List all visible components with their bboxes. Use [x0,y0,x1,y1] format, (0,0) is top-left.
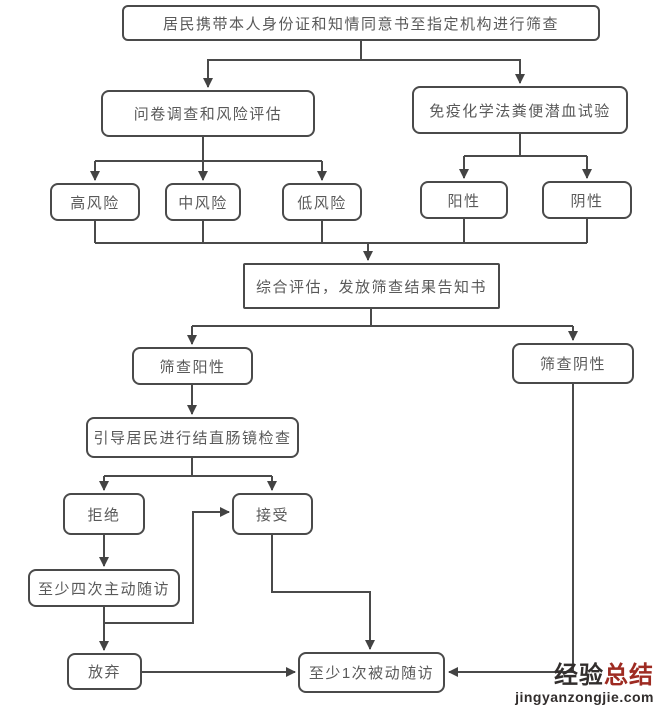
node-colonoscopy: 引导居民进行结直肠镜检查 [86,417,299,458]
watermark-brand-part2: 总结 [604,662,654,689]
node-screen-positive: 筛查阳性 [132,347,253,385]
watermark-brand-part1: 经验 [554,662,604,689]
node-active-followup: 至少四次主动随访 [28,569,180,607]
watermark-brand: 经验总结 [515,663,654,688]
node-fit-test: 免疫化学法粪便潜血试验 [412,86,628,134]
node-refuse: 拒绝 [63,493,145,535]
node-assessment: 综合评估，发放筛查结果告知书 [243,263,500,309]
watermark: 经验总结 jingyanzongjie.com [515,663,654,705]
node-accept: 接受 [232,493,313,535]
node-positive: 阳性 [420,181,508,219]
watermark-domain: jingyanzongjie.com [515,689,654,706]
node-give-up: 放弃 [67,653,142,690]
node-high-risk: 高风险 [50,183,140,221]
node-screen-negative: 筛查阴性 [512,343,634,384]
node-medium-risk: 中风险 [165,183,241,221]
node-start: 居民携带本人身份证和知情同意书至指定机构进行筛查 [122,5,600,41]
node-low-risk: 低风险 [282,183,362,221]
node-questionnaire: 问卷调查和风险评估 [101,90,315,137]
node-negative: 阴性 [542,181,632,219]
node-passive-followup: 至少1次被动随访 [298,652,445,693]
